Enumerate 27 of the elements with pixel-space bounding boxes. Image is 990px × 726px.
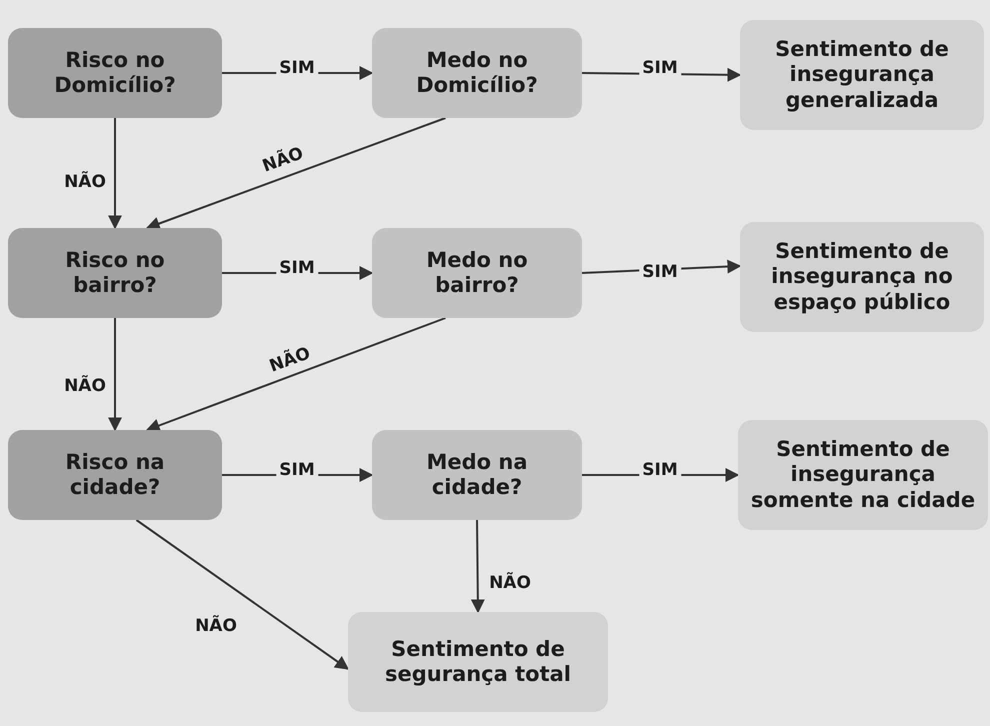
decision-box xyxy=(372,430,582,520)
outcome-box xyxy=(740,222,984,332)
box-label: Medo na cidade? xyxy=(425,450,529,500)
box-label: Risco na cidade? xyxy=(64,450,166,500)
decision-box xyxy=(372,28,582,118)
outcome-box xyxy=(348,612,608,712)
arrow xyxy=(108,318,122,432)
decision-box xyxy=(8,430,222,520)
box-label: Sentimento de insegurança somente na cidade xyxy=(750,437,976,513)
box-label: Risco no bairro? xyxy=(64,248,166,298)
arrow xyxy=(146,317,446,432)
box-label: Sentimento de segurança total xyxy=(384,636,572,688)
decision-box xyxy=(8,228,222,318)
arrow xyxy=(108,118,122,230)
arrow xyxy=(136,519,350,670)
box-label: Sentimento de insegurança generalizada xyxy=(774,37,950,113)
box-label: Medo no bairro? xyxy=(425,248,529,298)
outcome-box xyxy=(738,420,988,530)
decision-box xyxy=(8,28,222,118)
outcome-box xyxy=(740,20,984,130)
box-label: Sentimento de insegurança no espaço público xyxy=(770,239,954,315)
arrow xyxy=(146,117,446,230)
box-label: Risco no Domicílio? xyxy=(53,48,177,98)
arrow xyxy=(470,520,485,614)
box-label: Medo no Domicílio? xyxy=(415,48,539,98)
edge-label: SIM xyxy=(639,58,681,78)
decision-box xyxy=(372,228,582,318)
